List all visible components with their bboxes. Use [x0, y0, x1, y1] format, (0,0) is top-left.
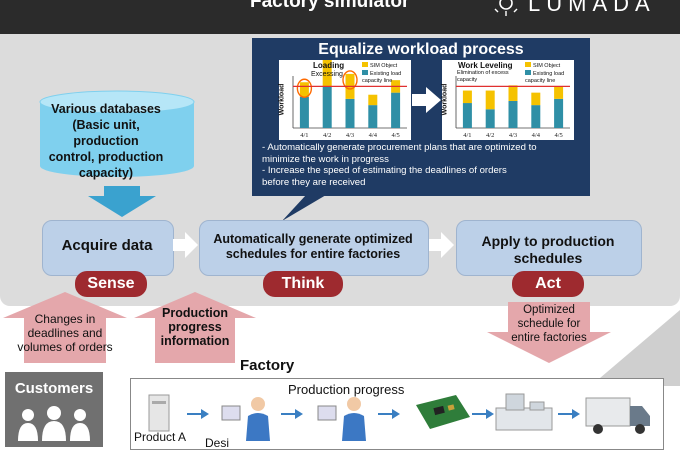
- bullet-line: - Automatically generate procurement pla…: [262, 142, 537, 153]
- tick-label: 4/2: [486, 132, 494, 139]
- legend-yellow-swatch: [362, 62, 368, 67]
- chart-loading-ylabel: Workload: [278, 83, 286, 116]
- bar-sim: [462, 90, 472, 104]
- bullet-line: minimize the work in progress: [262, 153, 389, 165]
- server-icon: [148, 394, 170, 432]
- chart-leveling-title: Work Leveling: [458, 61, 513, 70]
- header-bar: [0, 0, 680, 34]
- legend-yellow-swatch: [525, 62, 531, 67]
- bar-base: [554, 98, 564, 128]
- bar-base: [391, 92, 401, 128]
- database-cylinder-icon: [39, 90, 195, 177]
- right-arrow-icon: [429, 232, 454, 258]
- bullet-line: before they are received: [262, 176, 366, 188]
- customers-label: Customers: [14, 380, 94, 397]
- bar-sim: [368, 94, 378, 106]
- tick-label: 4/1: [463, 132, 471, 139]
- product-a-label: Product A: [134, 430, 187, 444]
- chart-loading-plot: 4/1 4/2 4/3 4/4 4/5: [292, 60, 407, 139]
- down-arrow-optimized: [487, 302, 611, 363]
- down-arrow-icon: [88, 186, 156, 217]
- tick-label: 4/1: [300, 132, 308, 139]
- think-pill: Think: [263, 271, 343, 297]
- callout-tail: [282, 195, 326, 221]
- bar-base: [368, 105, 378, 128]
- tick-label: 4/5: [391, 132, 399, 139]
- bar-sim: [299, 82, 309, 97]
- right-arrow-icon: [412, 87, 441, 113]
- worker-at-computer-icon: [221, 397, 270, 441]
- bar-sim: [485, 90, 495, 110]
- chart-loading-title: Loading: [313, 61, 345, 70]
- bar-sim: [508, 85, 518, 101]
- flow-arrow-icon: [187, 409, 209, 419]
- brand-name: LUMADA: [528, 0, 656, 16]
- tick-label: 4/2: [323, 132, 331, 139]
- chart-loading-annotation: Excessing: [311, 71, 343, 78]
- header-title: Factory simulator: [250, 0, 410, 12]
- flow-arrow-icon: [472, 409, 494, 419]
- lumada-logo-icon: [494, 0, 518, 16]
- bar-base: [322, 86, 332, 128]
- excess-circle: [296, 78, 313, 98]
- chart-leveling: 4/1 4/2 4/3 4/4 4/5 Work Leveling Eliminatio…: [442, 60, 574, 140]
- people-silhouette-icon: [18, 406, 90, 441]
- database-text: Various databases (Basic unit, productio…: [48, 102, 164, 180]
- tick-label: 4/5: [554, 132, 562, 139]
- act-pill: Act: [512, 271, 584, 297]
- tick-label: 4/3: [346, 132, 354, 139]
- bar-sim: [531, 92, 541, 106]
- stage-act-label: Apply to production schedules: [481, 233, 615, 266]
- flow-arrow-icon: [558, 409, 580, 419]
- stage-think-label: Automatically generate optimized schedul…: [213, 232, 413, 261]
- callout-title: Equalize workload process: [318, 41, 524, 58]
- stage-sense-label: Acquire data: [61, 237, 153, 254]
- factory-label: Factory: [240, 357, 295, 374]
- bar-sim: [554, 86, 564, 99]
- bar-sim: [322, 60, 332, 87]
- up-arrow-changes: [3, 292, 127, 363]
- optimized-text: Optimized schedule for entire factories: [511, 304, 587, 344]
- legend-blue-swatch: [362, 70, 368, 75]
- circuit-board-icon: [416, 395, 470, 429]
- tick-label: 4/4: [369, 132, 378, 139]
- changes-text: Changes in deadlines and volumes of orde…: [17, 312, 113, 354]
- right-arrow-icon: [173, 232, 198, 258]
- progress-info-text: Production progress information: [160, 306, 230, 348]
- flow-arrow-icon: [281, 409, 303, 419]
- chart-leveling-annotation: Elimination of excess capacity: [457, 70, 509, 83]
- chart-leveling-legend: SIM Object Existing load capacity line: [525, 62, 565, 84]
- legend-blue-swatch: [525, 70, 531, 75]
- worker-at-computer-icon: [317, 397, 366, 441]
- sense-pill: Sense: [75, 271, 147, 297]
- bar-base: [485, 109, 495, 128]
- excess-circle: [342, 70, 358, 90]
- bar-base: [462, 103, 472, 128]
- flow-arrow-icon: [378, 409, 400, 419]
- stage-think-box: [199, 220, 429, 276]
- tick-label: 4/4: [532, 132, 541, 139]
- delivery-truck-icon: [585, 397, 650, 434]
- stage-sense-box: [42, 220, 174, 276]
- bar-base: [345, 98, 355, 128]
- callout-bullets: - Automatically generate procurement pla…: [262, 142, 587, 188]
- production-progress-label: Production progress: [288, 382, 405, 397]
- tick-label: 4/3: [509, 132, 517, 139]
- bar-base: [531, 105, 541, 128]
- bar-base: [508, 100, 518, 128]
- up-arrow-progress: [134, 292, 256, 363]
- bullet-line: - Increase the speed of estimating the d…: [262, 165, 507, 176]
- manufacturing-machine-icon: [495, 393, 553, 431]
- chart-loading: 4/1 4/2 4/3 4/4 4/5 Loading Excessing SIM Ob…: [279, 60, 411, 140]
- chart-leveling-ylabel: Workload: [441, 83, 449, 116]
- chart-loading-legend: SIM Object Existing load capacity line: [362, 62, 402, 84]
- design-label: Desi: [205, 436, 230, 450]
- chart-leveling-plot: 4/1 4/2 4/3 4/4 4/5: [455, 76, 570, 139]
- bar-base: [299, 96, 309, 128]
